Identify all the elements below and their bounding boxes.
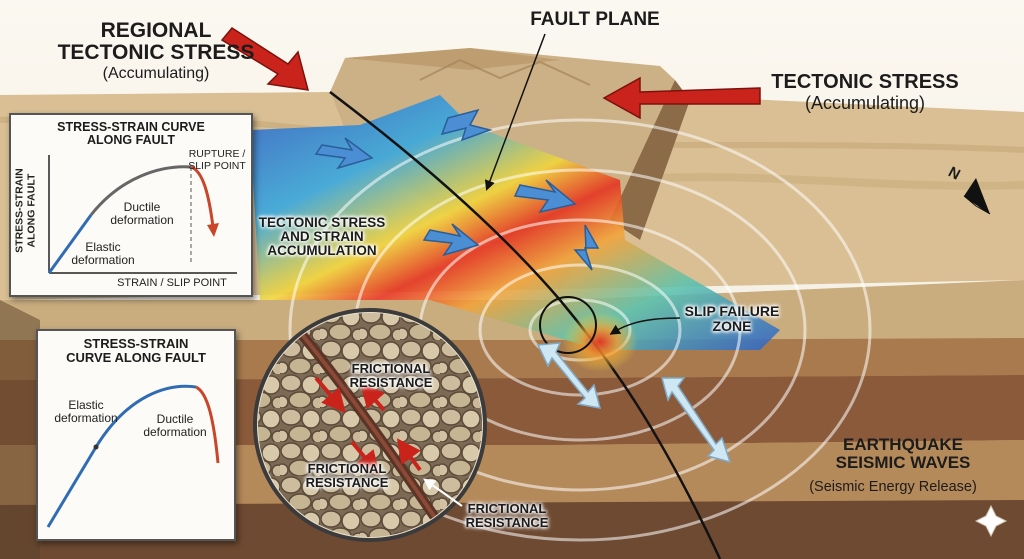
stress-strain-inset-top: STRESS-STRAIN CURVE ALONG FAULT STRESS-S…: [9, 113, 253, 297]
inset-top-title-line2: ALONG FAULT: [87, 133, 175, 148]
friction-1-line2: RESISTANCE: [349, 374, 433, 390]
friction-label-lower: FRICTIONAL RESISTANCE: [292, 462, 402, 489]
friction-label-upper: FRICTIONAL RESISTANCE: [336, 362, 446, 389]
inset-bottom-yield-point: [93, 444, 99, 450]
seismic-motion-arrows: [536, 342, 732, 464]
inset-bottom-title: STRESS-STRAIN CURVE ALONG FAULT: [38, 337, 234, 364]
slip-failure-label: SLIP FAILURE ZONE: [672, 304, 792, 333]
inset-bottom-title-line2: CURVE ALONG FAULT: [66, 349, 206, 365]
seismic-line1: EARTHQUAKE: [843, 435, 963, 454]
seismic-line2: SEISMIC WAVES: [835, 452, 971, 472]
regional-stress-subtitle: (Accumulating): [102, 65, 210, 82]
regional-title-line1: REGIONAL: [100, 19, 212, 42]
inset-top-rupture-curve: [190, 165, 215, 228]
inset-bottom-ductile-line2: deformation: [143, 425, 207, 440]
stratum-ochre: [0, 338, 1024, 380]
friction-label-outside: FRICTIONAL RESISTANCE: [452, 502, 562, 529]
slip-line1: SLIP FAILURE: [684, 303, 780, 319]
strain-accum-line2: AND STRAIN: [280, 229, 364, 245]
inset-top-y-line1: STRESS-STRAIN: [13, 168, 26, 253]
inset-bottom-elastic-line2: deformation: [54, 411, 118, 426]
slip-zone-circle: [539, 296, 597, 354]
inset-top-ductile-line1: Ductile: [123, 200, 161, 214]
inset-top-x-label: STRAIN / SLIP POINT: [117, 277, 227, 289]
inset-top-elastic-label: Elastic deformation: [63, 240, 143, 268]
regional-stress-arrow: [220, 27, 310, 91]
inset-bottom-elastic-curve: [46, 446, 98, 528]
inset-bottom-plot: [46, 384, 220, 528]
inset-bottom-elastic-label: Elastic deformation: [46, 398, 126, 426]
fault-scarp: [610, 80, 690, 240]
inset-top-ductile-line2: deformation: [110, 213, 174, 228]
friction-2-line2: RESISTANCE: [305, 474, 389, 490]
friction-3-line1: FRICTIONAL: [467, 501, 547, 516]
inset-bottom-ductile-line1: Ductile: [156, 412, 194, 426]
fault-plane-label: FAULT PLANE: [530, 9, 660, 30]
strain-accum-line3: ACCUMULATION: [267, 243, 377, 259]
friction-2-line1: FRICTIONAL: [307, 461, 387, 476]
sparkle-icon: [974, 504, 1008, 538]
inset-top-y-label: STRESS-STRAIN ALONG FAULT: [13, 168, 37, 254]
inset-top-y-line2: ALONG FAULT: [25, 173, 37, 248]
slip-line2: ZONE: [712, 317, 752, 334]
friction-magnifier: [253, 308, 487, 542]
inset-top-rupture-label: RUPTURE / SLIP POINT: [183, 148, 251, 172]
inset-top-plot: [47, 155, 237, 274]
inset-bottom-failure-curve: [195, 385, 220, 464]
inset-bottom-ductile-label: Ductile deformation: [132, 412, 218, 440]
slip-direction-arrows: [314, 108, 600, 271]
tectonic-stress-subtitle: (Accumulating): [804, 93, 926, 113]
inset-bottom-ductile-curve: [94, 384, 197, 448]
seismic-waves-subtitle: (Seismic Energy Release): [809, 479, 977, 495]
north-compass: [963, 178, 991, 215]
regional-title-line2: TECTONIC STRESS: [57, 41, 255, 65]
inset-top-elastic-line1: Elastic: [85, 240, 121, 254]
inset-top-rupture-line2: SLIP POINT: [188, 159, 246, 172]
inset-top-title: STRESS-STRAIN CURVE ALONG FAULT: [11, 120, 251, 148]
stress-strain-inset-bottom: STRESS-STRAIN CURVE ALONG FAULT Elastic …: [36, 329, 236, 541]
inset-bottom-elastic-line1: Elastic: [68, 398, 104, 412]
inset-top-elastic-curve: [47, 214, 93, 274]
inset-top-rupture-arrowhead: [207, 223, 219, 237]
fault-plane-leader: [484, 33, 546, 191]
strain-accum-line1: TECTONIC STRESS: [258, 215, 386, 230]
tectonic-stress-arrow: [602, 76, 761, 120]
inset-top-ductile-label: Ductile deformation: [97, 200, 187, 228]
friction-3-line2: RESISTANCE: [465, 514, 549, 530]
inset-top-title-line1: STRESS-STRAIN CURVE: [57, 120, 205, 134]
inset-bottom-title-line1: STRESS-STRAIN: [83, 336, 189, 351]
stratum-deep: [0, 500, 1024, 559]
tectonic-stress-title: TECTONIC STRESS: [771, 71, 959, 93]
inset-top-ductile-curve: [89, 165, 192, 216]
fault-trace: [329, 91, 722, 559]
seismic-waves-title: EARTHQUAKE SEISMIC WAVES: [808, 436, 998, 472]
strain-accumulation-label: TECTONIC STRESS AND STRAIN ACCUMULATION: [252, 215, 392, 259]
inset-top-elastic-line2: deformation: [71, 253, 135, 268]
inset-top-rupture-line1: RUPTURE /: [188, 148, 246, 160]
slip-zone-leader: [609, 317, 681, 335]
slip-hotspot: [562, 312, 638, 372]
regional-stress-title: REGIONAL TECTONIC STRESS: [56, 19, 256, 65]
friction-1-line1: FRICTIONAL: [351, 361, 431, 376]
fault-plane-stress-map: [250, 95, 780, 350]
